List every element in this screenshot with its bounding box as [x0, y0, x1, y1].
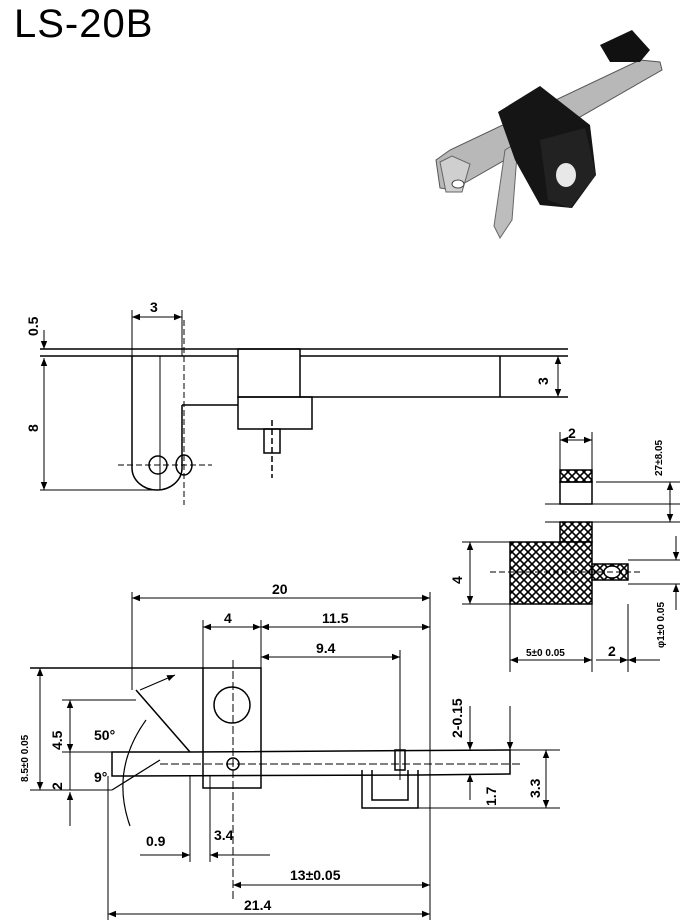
dim-9-4: 9.4 — [316, 640, 336, 656]
dim-21-4: 21.4 — [244, 897, 271, 913]
dim-end-height: 4 — [449, 576, 465, 584]
dim-end-top-tol: 27±8.05 — [654, 439, 665, 476]
dim-height: 8 — [25, 424, 41, 432]
dim-2-015: 2-0.15 — [449, 698, 465, 738]
dim-angle-9: 9° — [94, 769, 107, 785]
dim-13: 13±0.05 — [290, 867, 341, 883]
dim-11-5: 11.5 — [322, 610, 349, 626]
dim-end-base-right: 2 — [608, 643, 616, 659]
dim-end-base: 5±0 0.05 — [526, 648, 565, 659]
top-view — [30, 592, 560, 920]
dim-end-hole: φ1±0 0.05 — [656, 602, 667, 648]
dim-2: 2 — [49, 782, 65, 790]
dim-3-4: 3.4 — [214, 827, 234, 843]
dim-20: 20 — [272, 581, 288, 597]
dim-end-width: 2 — [568, 425, 576, 441]
dim-4-5: 4.5 — [49, 730, 65, 750]
dim-right-height: 3 — [535, 377, 551, 385]
dim-4: 4 — [224, 610, 232, 626]
dim-top-width: 3 — [150, 299, 158, 315]
dim-1-7: 1.7 — [483, 786, 499, 806]
dim-angle-50: 50° — [94, 727, 115, 743]
dim-0-9: 0.9 — [146, 833, 166, 849]
end-view — [462, 432, 680, 672]
dim-3-3: 3.3 — [527, 778, 543, 798]
page-title: LS-20B — [14, 2, 154, 46]
side-view — [40, 310, 568, 505]
dim-top-gap: 0.5 — [25, 316, 41, 336]
switch-photo-icon — [435, 30, 663, 239]
dim-8-5: 8.5±0 0.05 — [20, 734, 31, 782]
